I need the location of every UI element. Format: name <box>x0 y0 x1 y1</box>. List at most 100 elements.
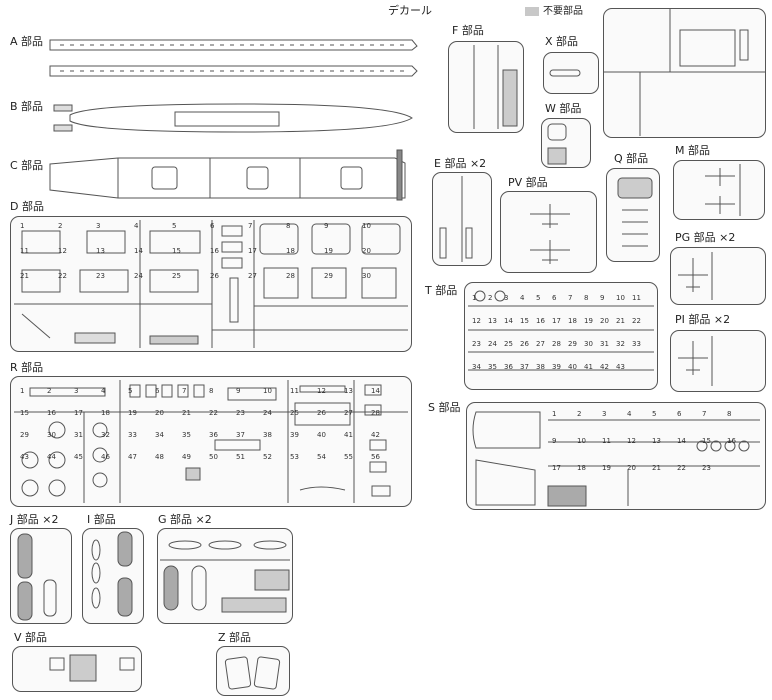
runner-g-parts <box>160 540 290 613</box>
section-label-pi: PI 部品 ×2 <box>675 313 731 326</box>
runner-r <box>10 376 412 507</box>
runner-r-part-number: 12 <box>317 387 326 395</box>
runner-pi <box>670 330 766 392</box>
runner-t-part-number: 39 <box>552 363 561 371</box>
runner-r-part-number: 31 <box>74 431 83 439</box>
runner-d-part-number: 21 <box>20 272 29 280</box>
runner-r-part-number: 42 <box>371 431 380 439</box>
runner-r-part-number: 51 <box>236 453 245 461</box>
runner-e-parts <box>439 176 473 262</box>
section-label-b: B 部品 <box>10 100 44 113</box>
runner-r-part-number: 37 <box>236 431 245 439</box>
runner-t-part-number: 15 <box>520 317 529 325</box>
runner-s-part-number: 4 <box>627 410 632 418</box>
runner-m <box>673 160 765 220</box>
runner-r-part-number: 29 <box>20 431 29 439</box>
runner-r-part-number: 38 <box>263 431 272 439</box>
flight-deck-b <box>69 103 413 133</box>
section-label-d: D 部品 <box>10 200 44 213</box>
runner-f-parts <box>473 45 518 129</box>
runner-r-part-number: 56 <box>371 453 380 461</box>
runner-deck-parts <box>603 8 766 138</box>
runner-r-part-number: 24 <box>263 409 272 417</box>
runner-t-part-number: 41 <box>584 363 593 371</box>
section-label-e: E 部品 ×2 <box>434 157 487 170</box>
runner-t-part-number: 30 <box>584 340 593 348</box>
m-aircraft <box>705 164 741 216</box>
runner-z <box>216 646 290 696</box>
section-label-x: X 部品 <box>545 35 579 48</box>
runner-s-part-number: 5 <box>652 410 656 418</box>
runner-i-parts <box>91 531 133 617</box>
runner-r-part-number: 27 <box>344 409 353 417</box>
runner-r-part-number: 18 <box>101 409 110 417</box>
decal-label: デカール <box>388 4 432 17</box>
runner-d <box>10 216 412 352</box>
runner-d-part-number: 27 <box>248 272 257 280</box>
runner-t-part-number: 4 <box>520 294 525 302</box>
runner-d-part-number: 20 <box>362 247 371 255</box>
runner-t-part-number: 18 <box>568 317 577 325</box>
section-label-m: M 部品 <box>675 144 710 157</box>
runner-d-part-number: 15 <box>172 247 181 255</box>
runner-d-part-number: 1 <box>20 222 24 230</box>
x-part-bar <box>549 69 581 77</box>
runner-d-part-number: 10 <box>362 222 371 230</box>
runner-s-part-number: 9 <box>552 437 556 445</box>
runner-r-part-number: 46 <box>101 453 110 461</box>
runner-deck-parts-detail <box>603 8 766 136</box>
runner-r-part-number: 48 <box>155 453 164 461</box>
runner-d-frames <box>14 220 408 348</box>
runner-x <box>543 52 599 94</box>
runner-t-part-number: 14 <box>504 317 513 325</box>
runner-z-parts <box>224 656 281 690</box>
runner-r-part-number: 21 <box>182 409 191 417</box>
runner-d-part-number: 2 <box>58 222 62 230</box>
runner-t-part-number: 10 <box>616 294 625 302</box>
runner-r-part-number: 35 <box>182 431 191 439</box>
runner-t-part-number: 27 <box>536 340 545 348</box>
runner-t-part-number: 26 <box>520 340 529 348</box>
unused-part-legend-label: 不要部品 <box>543 6 583 17</box>
runner-r-part-number: 52 <box>263 453 272 461</box>
runner-t-part-number: 38 <box>536 363 545 371</box>
runner-t-part-number: 16 <box>536 317 545 325</box>
runner-d-part-number: 28 <box>286 272 295 280</box>
runner-r-part-number: 15 <box>20 409 29 417</box>
runner-d-part-number: 3 <box>96 222 100 230</box>
runner-t-part-number: 7 <box>568 294 572 302</box>
runner-t-part-number: 35 <box>488 363 497 371</box>
runner-t-part-number: 29 <box>568 340 577 348</box>
runner-t-part-number: 43 <box>616 363 625 371</box>
runner-s-part-number: 17 <box>552 464 561 472</box>
runner-t-part-number: 25 <box>504 340 513 348</box>
runner-s-part-number: 1 <box>552 410 556 418</box>
runner-d-part-number: 8 <box>286 222 290 230</box>
runner-r-part-number: 34 <box>155 431 164 439</box>
runner-s-part-number: 10 <box>577 437 586 445</box>
runner-t-part-number: 8 <box>584 294 588 302</box>
runner-s-part-number: 16 <box>727 437 736 445</box>
runner-d-part-number: 17 <box>248 247 257 255</box>
runner-s-part-number: 12 <box>627 437 636 445</box>
runner-r-part-number: 32 <box>101 431 110 439</box>
runner-t-part-number: 23 <box>472 340 481 348</box>
runner-t-part-number: 28 <box>552 340 561 348</box>
runner-r-part-number: 13 <box>344 387 353 395</box>
runner-t-part-number: 1 <box>472 294 476 302</box>
runner-r-part-number: 44 <box>47 453 56 461</box>
runner-t-part-number: 40 <box>568 363 577 371</box>
runner-t-part-number: 34 <box>472 363 481 371</box>
runner-d-part-number: 5 <box>172 222 176 230</box>
runner-t-part-number: 31 <box>600 340 609 348</box>
runner-r-part-number: 47 <box>128 453 137 461</box>
runner-r-part-number: 54 <box>317 453 326 461</box>
section-label-pg: PG 部品 ×2 <box>675 231 736 244</box>
runner-r-part-number: 17 <box>74 409 83 417</box>
runner-r-part-number: 3 <box>74 387 78 395</box>
runner-r-part-number: 40 <box>317 431 326 439</box>
w-part-cylinder <box>547 123 567 141</box>
runner-d-part-number: 22 <box>58 272 67 280</box>
runner-d-part-number: 9 <box>324 222 328 230</box>
